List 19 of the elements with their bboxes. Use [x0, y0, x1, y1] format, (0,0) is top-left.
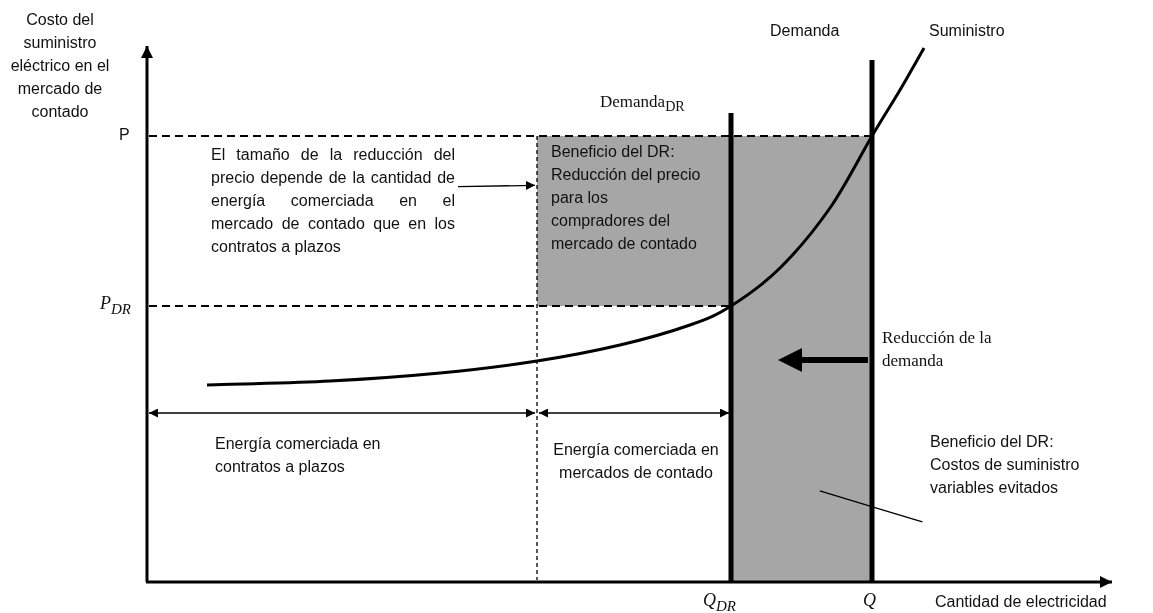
shaded-area	[731, 306, 872, 582]
arrow-label: Reducción de la demanda	[882, 327, 992, 372]
axis-tick-label: Q	[863, 589, 876, 612]
dimension-label: Energía comerciada en mercados de contado	[552, 440, 720, 483]
axis-title: Costo del suministro eléctrico en el mercado de contado	[9, 10, 111, 122]
curve-label: Suministro	[929, 21, 1005, 41]
callout-text: Beneficio del DR: Costos de suministro variables evitados	[930, 432, 1081, 498]
curve-label: Demanda$_{DR}$	[600, 91, 685, 117]
benefit-text: Beneficio del DR: Reducción del precio para los compradores del mercado de contado	[551, 142, 701, 254]
axis-tick-label: P	[119, 125, 130, 145]
dimension-label: Energía comerciada en contratos a plazos	[215, 434, 382, 477]
axis-tick-label: P$_{DR}$	[100, 292, 131, 319]
arrow	[457, 181, 536, 190]
annotation-text: El tamaño de la reducción del precio depende de la cantidad de energía comerciada en el mercado de contado que en los contratos a plazos	[211, 145, 455, 257]
axis-tick-label: Q$_{DR}$	[703, 589, 736, 613]
shaded-area	[537, 136, 872, 306]
leader-line	[819, 490, 923, 523]
curve-label: Demanda	[770, 21, 840, 41]
axis-title: Cantidad de electricidad	[935, 592, 1107, 612]
